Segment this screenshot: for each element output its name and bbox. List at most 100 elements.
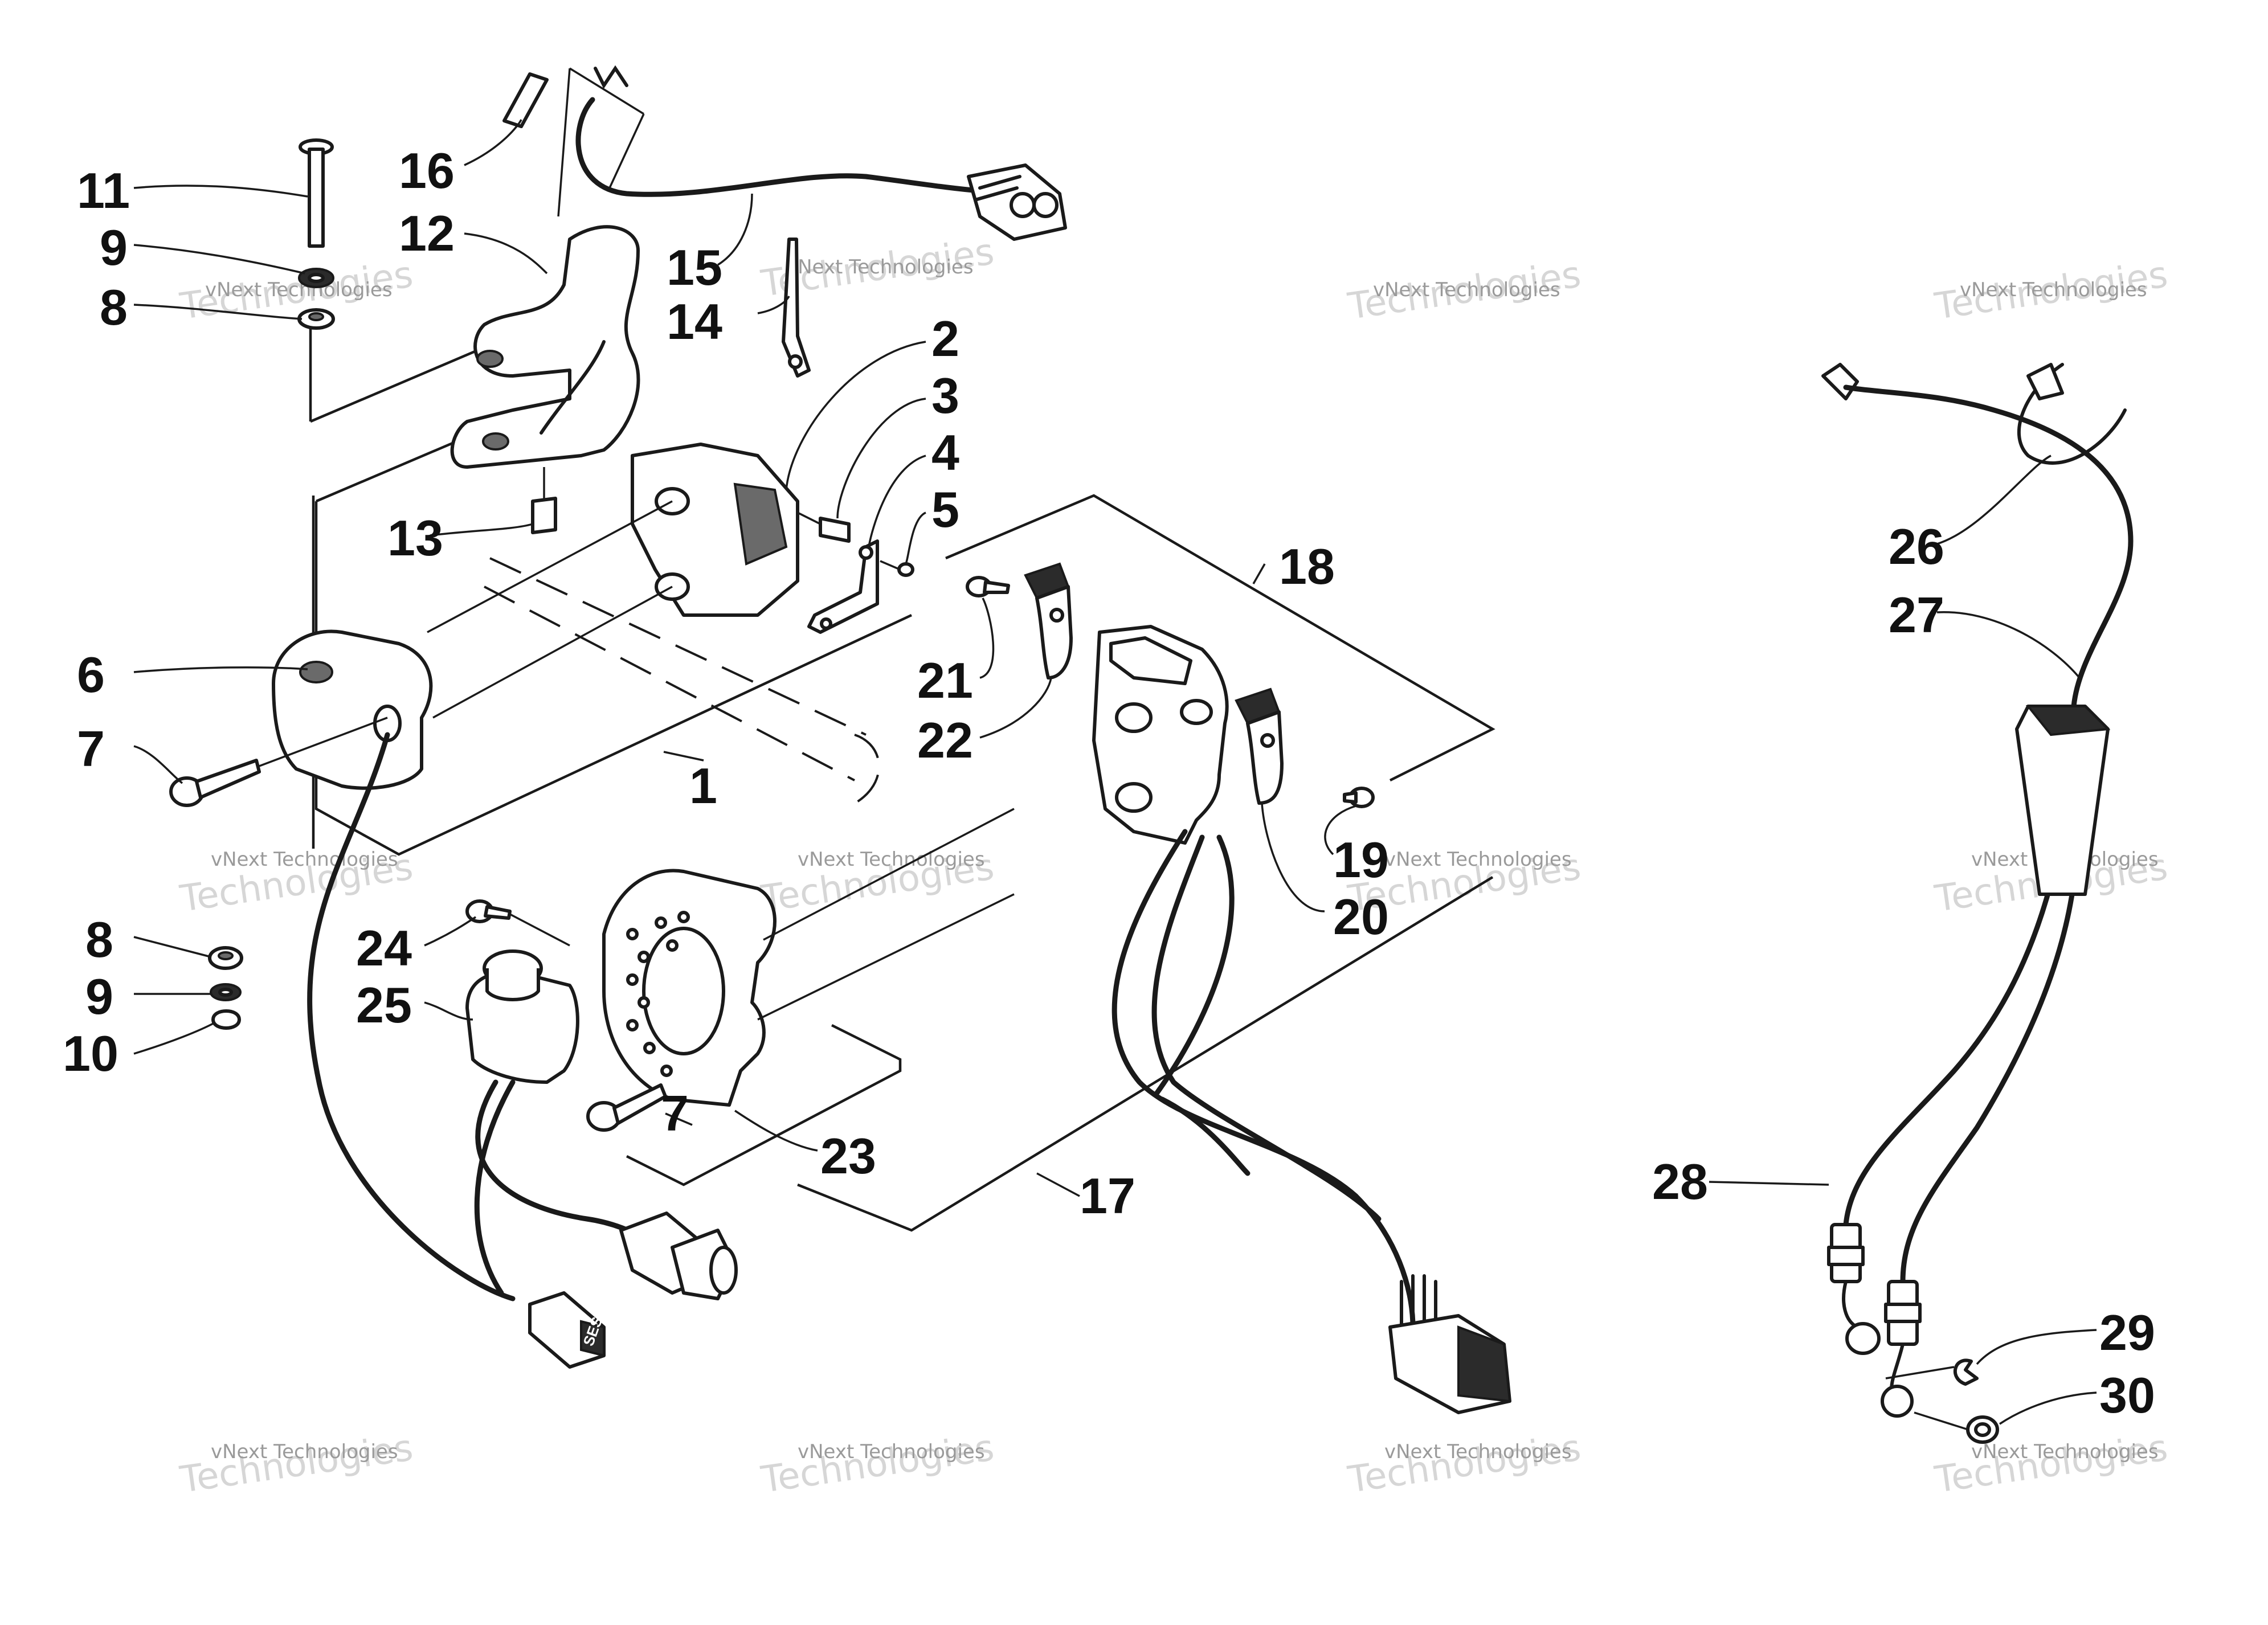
callout-21: 21	[917, 652, 973, 709]
bracket-fasteners-top	[309, 319, 485, 423]
e-clip-part-29	[1954, 1358, 1979, 1386]
callout-1: 1	[689, 758, 717, 814]
connector-plug-part-15	[967, 163, 1067, 241]
callout-17: 17	[1080, 1168, 1135, 1224]
bracket-assembly-17	[797, 876, 1494, 1232]
screw-part-7-bottom	[586, 1083, 667, 1132]
callout-15: 15	[667, 239, 722, 296]
watermark-line: vNext Technologies	[1384, 1440, 1572, 1463]
watermark-big: Technologies	[1345, 1427, 1583, 1501]
watermark-line: vNext Technologies	[211, 848, 398, 871]
switch-housing-part-17	[1092, 625, 1416, 1330]
throttle-cable-part-27	[1821, 363, 2134, 1284]
cable-tie-part-26	[2017, 363, 2127, 465]
lever-part-20	[1235, 687, 1284, 805]
watermark-line: vNext Technologies	[1960, 279, 2147, 301]
watermark-r3c3: Technologies vNext Technologies	[1345, 1427, 1583, 1501]
switch-body-part-2	[427, 443, 799, 719]
screw-part-21	[966, 576, 1010, 597]
pin-part-11	[299, 138, 334, 248]
callout-5: 5	[931, 481, 959, 538]
watermark-r3c1: Technologies vNext Technologies	[177, 1427, 415, 1501]
lever-part-22	[1024, 562, 1073, 680]
connector-part-25-plug: SES	[528, 1291, 606, 1369]
callout-10: 10	[63, 1025, 118, 1082]
clip-part-14	[782, 238, 811, 378]
watermark-big: Technologies	[1932, 1427, 2170, 1501]
callout-14: 14	[667, 293, 722, 350]
watermark-r3c4: Technologies vNext Technologies	[1932, 1427, 2170, 1501]
callout-8-bottom: 8	[85, 911, 113, 968]
screw-part-7-top	[169, 717, 388, 807]
connector-part-17	[1388, 1274, 1511, 1414]
watermark-line: vNext Technologies	[211, 1440, 398, 1463]
bracket-assembly-23	[626, 1024, 902, 1186]
bracket-assembly-1	[314, 425, 912, 856]
washer-part-8-bottom	[208, 946, 243, 970]
cable-end-part-28	[1827, 1223, 1881, 1355]
callout-20: 20	[1333, 889, 1389, 945]
callout-25: 25	[356, 977, 412, 1033]
callout-8-top: 8	[100, 279, 128, 335]
wire-tag-part-16	[502, 72, 549, 128]
button-housing-part-25	[465, 949, 675, 1296]
watermark-line: vNext Technologies	[1384, 848, 1572, 871]
washer-part-30	[1966, 1415, 1999, 1444]
callout-13: 13	[387, 510, 443, 566]
plate-part-4	[807, 539, 879, 634]
callout-9-bottom: 9	[85, 968, 113, 1025]
callout-2: 2	[931, 310, 959, 367]
watermark-line: vNext Technologies	[798, 1440, 985, 1463]
washer-part-8-top	[297, 308, 335, 330]
housing-half-part-23	[602, 808, 1015, 1107]
callout-9-top: 9	[100, 219, 128, 276]
callout-16: 16	[399, 142, 455, 199]
housing-clamp-part-6	[272, 629, 516, 1301]
callout-29: 29	[2099, 1304, 2155, 1361]
callout-7-top: 7	[77, 721, 105, 777]
callout-19: 19	[1333, 832, 1389, 888]
callout-24: 24	[356, 920, 412, 976]
watermark-r2c2: Technologies vNext Technologies	[758, 846, 996, 920]
callout-3: 3	[931, 367, 959, 424]
handlebar-outline	[484, 557, 880, 810]
watermark-r1c3: Technologies vNext Technologies	[1345, 253, 1583, 328]
watermark-line: vNext Technologies	[798, 848, 985, 871]
callout-27: 27	[1889, 587, 1944, 643]
lock-washer-part-9-top	[298, 268, 334, 288]
connector-part-25-socket	[619, 1211, 738, 1300]
callout-22: 22	[917, 712, 973, 768]
watermark-big: Technologies	[758, 1427, 996, 1501]
callout-26: 26	[1889, 518, 1944, 575]
watermark-line: vNext Technologies	[786, 256, 974, 279]
clip-ring-part-10	[211, 1009, 241, 1030]
screw-part-5	[880, 560, 914, 577]
callout-28: 28	[1652, 1153, 1708, 1210]
cable-end-right	[1881, 1280, 1922, 1418]
bushing-part-13	[531, 467, 557, 534]
wire-harness-part-15	[557, 65, 1067, 241]
callout-labels: 11 9 8 16 12 15 14 13 2 3 4 5 18 6 7 1 2…	[63, 142, 2155, 1423]
watermark-line: vNext Technologies	[1373, 279, 1560, 301]
callout-12: 12	[399, 205, 455, 261]
lock-washer-part-9-bottom	[210, 983, 242, 1001]
bracket-assembly-18	[945, 494, 1495, 782]
watermark-r1c4: Technologies vNext Technologies	[1932, 253, 2170, 328]
callout-11: 11	[77, 162, 130, 219]
housing-vent-holes	[626, 911, 690, 1077]
watermark-line: vNext Technologies	[205, 279, 393, 301]
throttle-lever-part-12	[450, 225, 640, 469]
watermark-line: vNext Technologies	[1971, 1440, 2159, 1463]
watermark-r2c1: Technologies vNext Technologies	[177, 846, 415, 920]
screw-part-19	[1343, 787, 1375, 808]
watermark-r3c2: Technologies vNext Technologies	[758, 1427, 996, 1501]
callout-7-bottom: 7	[661, 1085, 689, 1141]
callout-30: 30	[2099, 1367, 2155, 1423]
watermark-big: Technologies	[177, 1427, 415, 1501]
callout-4: 4	[931, 424, 959, 481]
callout-23: 23	[820, 1128, 876, 1184]
watermark-r1c1: Technologies vNext Technologies	[177, 253, 415, 328]
clip-part-3	[797, 511, 851, 543]
callout-18: 18	[1279, 538, 1335, 595]
